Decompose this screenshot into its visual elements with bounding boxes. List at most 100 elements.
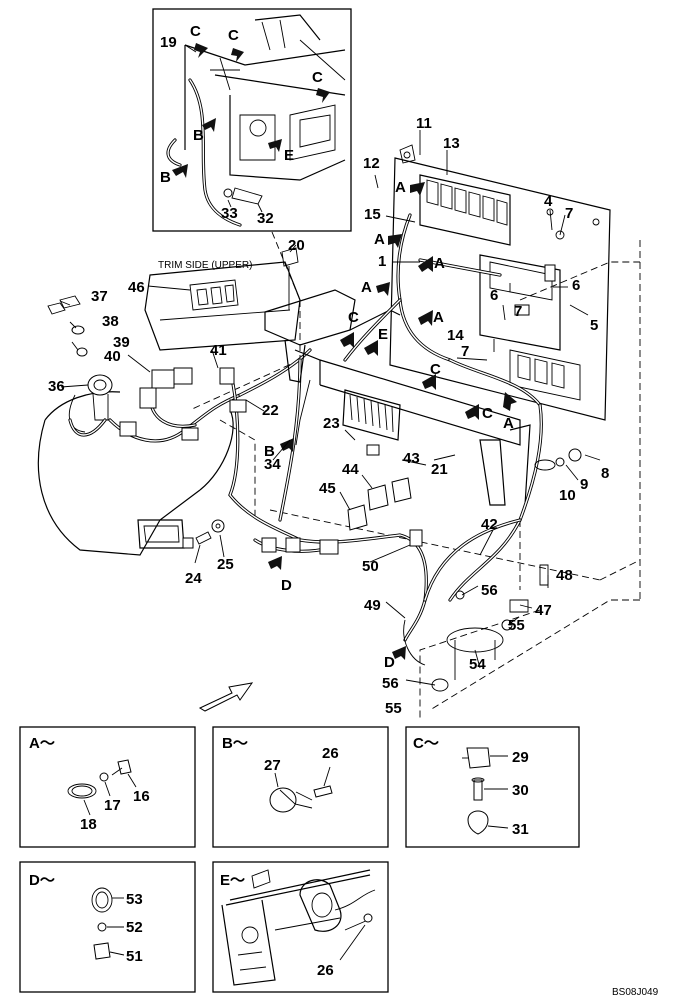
callout-49: 49 <box>364 597 381 614</box>
arrow-c <box>231 48 244 62</box>
arrow-a <box>503 392 517 411</box>
detail-view-c: C～ 29 30 31 <box>405 726 580 848</box>
callout-23: 23 <box>323 415 340 432</box>
callout-38: 38 <box>102 313 119 330</box>
callout-leaders <box>59 130 589 686</box>
letter-a: A <box>503 415 514 432</box>
fuse-box <box>342 389 401 456</box>
arrow-c <box>422 374 436 390</box>
letter-a: A <box>374 231 385 248</box>
letter-a: A <box>433 309 444 326</box>
arrow-d <box>392 646 406 660</box>
callout-7a: 7 <box>565 205 573 222</box>
callout-40: 40 <box>104 348 121 365</box>
letter-c: C <box>482 405 493 422</box>
detail-view-d: D～ 53 52 51 <box>19 861 196 993</box>
detail-b-part-27: 27 <box>264 757 281 774</box>
callout-11: 11 <box>416 115 432 132</box>
main-view-arrows <box>268 182 517 660</box>
detail-view-e: E～ 26 <box>212 861 389 993</box>
letter-c: C <box>312 69 323 86</box>
detail-view-b: B～ 27 26 <box>212 726 389 848</box>
callout-46: 46 <box>128 279 145 296</box>
callout-9: 9 <box>580 476 588 493</box>
arrow-d <box>268 556 282 570</box>
callout-33: 33 <box>221 205 238 222</box>
reference-code: BS08J049 <box>612 987 659 998</box>
callout-41: 41 <box>210 342 227 359</box>
callout-56b: 56 <box>382 675 399 692</box>
fasteners-right <box>534 448 601 481</box>
detail-d-part-53: 53 <box>126 891 143 908</box>
callout-10: 10 <box>559 487 576 504</box>
detail-view-title: C～ <box>413 735 439 752</box>
lower-right-parts <box>403 564 549 692</box>
detail-view-title: D～ <box>29 872 55 889</box>
trim-side-panel <box>144 261 301 351</box>
callout-34: 34 <box>264 456 281 473</box>
callout-14: 14 <box>447 327 464 344</box>
callout-1: 1 <box>378 253 386 270</box>
direction-arrow <box>198 682 254 712</box>
arrow-b <box>280 438 294 452</box>
callout-47: 47 <box>535 602 552 619</box>
callout-56a: 56 <box>481 582 498 599</box>
letter-b: B <box>264 443 275 460</box>
connectors-left <box>119 367 247 441</box>
callout-7c: 7 <box>461 343 469 360</box>
arrow-c <box>465 404 479 420</box>
letter-a: A <box>395 179 406 196</box>
detail-c-part-30: 30 <box>512 782 529 799</box>
callout-50: 50 <box>362 558 379 575</box>
callout-6b: 6 <box>490 287 498 304</box>
detail-view-a: A～ 18 17 16 <box>19 726 196 848</box>
callout-22: 22 <box>262 402 279 419</box>
connectors-center <box>261 477 423 555</box>
callout-5: 5 <box>590 317 598 334</box>
callout-32: 32 <box>257 210 274 227</box>
arrow-c <box>340 332 354 348</box>
arrow-c <box>194 43 208 58</box>
arrow-e <box>364 340 378 356</box>
arrow-e <box>268 139 282 152</box>
detail-d-part-52: 52 <box>126 919 143 936</box>
arrow-a <box>376 282 390 296</box>
callout-36: 36 <box>48 378 65 395</box>
console-body <box>37 391 234 556</box>
letter-c: C <box>190 23 201 40</box>
letter-e: E <box>378 326 388 343</box>
callout-19: 19 <box>160 34 177 51</box>
callout-labels: 19 33 32 20 11 13 12 15 1 4 7 6 6 7 5 14… <box>48 34 609 717</box>
detail-a-part-16: 16 <box>133 788 150 805</box>
callout-43: 43 <box>403 450 420 467</box>
key-switch-assembly <box>47 295 113 421</box>
detail-e-part-26: 26 <box>317 962 334 979</box>
letter-b: B <box>193 127 204 144</box>
letter-d: D <box>281 577 292 594</box>
callout-4: 4 <box>544 193 553 210</box>
arrow-c <box>316 88 330 103</box>
trim-side-label: TRIM SIDE (UPPER) <box>158 260 252 271</box>
detail-c-part-31: 31 <box>512 821 529 838</box>
arrow-a <box>418 256 433 272</box>
detail-d-part-51: 51 <box>126 948 143 965</box>
callout-15: 15 <box>364 206 381 223</box>
callout-48: 48 <box>556 567 573 584</box>
arrow-a <box>388 234 402 248</box>
callout-24: 24 <box>185 570 202 587</box>
callout-8: 8 <box>601 465 609 482</box>
controller-panel <box>389 144 611 421</box>
callout-37: 37 <box>91 288 108 305</box>
callout-54: 54 <box>469 656 486 673</box>
detail-c-part-29: 29 <box>512 749 529 766</box>
arrow-b <box>202 118 216 132</box>
callout-45: 45 <box>319 480 336 497</box>
letter-b: B <box>160 169 171 186</box>
inset-top-view <box>152 8 352 232</box>
letter-c: C <box>228 27 239 44</box>
callout-55a: 55 <box>508 617 525 634</box>
callout-12: 12 <box>363 155 380 172</box>
callout-6a: 6 <box>572 277 580 294</box>
letter-c: C <box>430 361 441 378</box>
